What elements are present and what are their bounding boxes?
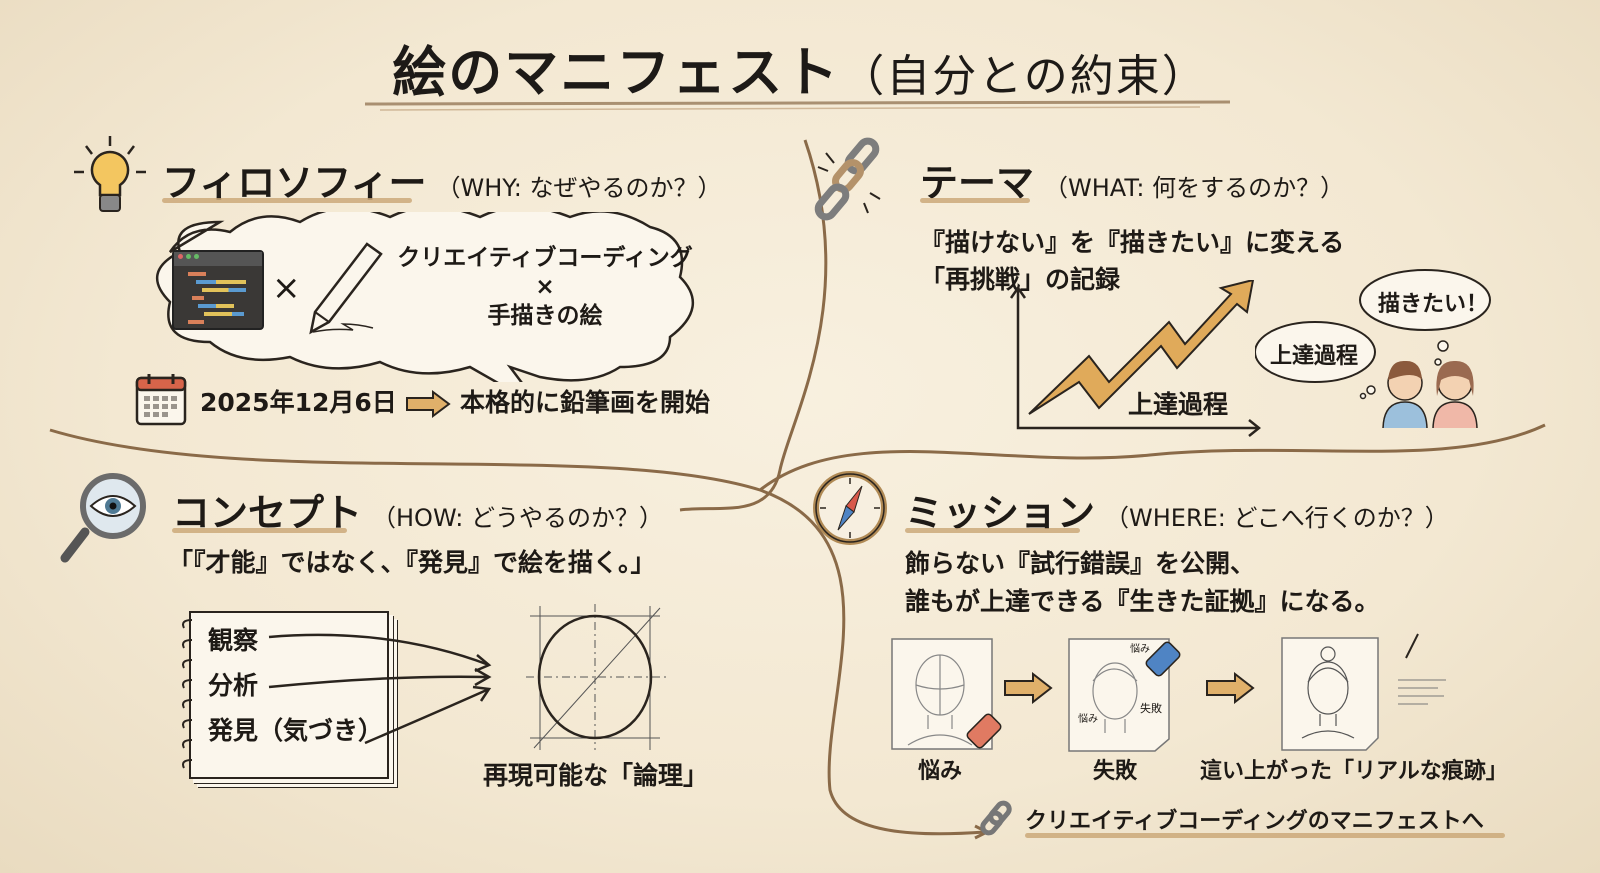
notebook-item-discover: 発見（気づき） bbox=[208, 716, 384, 745]
calendar-icon bbox=[135, 374, 187, 426]
heading-underline bbox=[162, 198, 412, 203]
bubble-text: クリエイティブコーディング × 手描きの絵 bbox=[397, 245, 693, 329]
step-label-worry: 悩み bbox=[918, 759, 963, 784]
graph-label: 上達過程 bbox=[1128, 390, 1229, 419]
compass-icon bbox=[813, 471, 887, 545]
theme-line1: 『描けない』を『描きたい』に変える bbox=[920, 228, 1345, 257]
start-date: 2025年12月6日 bbox=[200, 388, 397, 417]
mission-heading: ミッション（WHERE: どこへ行くのか？） bbox=[905, 491, 1449, 535]
thought-text-progress: 上達過程 bbox=[1270, 344, 1359, 369]
sketch-note: 悩み bbox=[1130, 644, 1150, 655]
concept-heading: コンセプト（HOW: どうやるのか？） bbox=[172, 491, 663, 535]
mission-line1: 飾らない『試行錯誤』を公開、 bbox=[905, 549, 1256, 578]
notebook bbox=[189, 611, 389, 779]
sketch-real-trace bbox=[1281, 633, 1446, 751]
lightbulb-icon bbox=[74, 136, 146, 212]
sketch-failure bbox=[1068, 638, 1181, 752]
sketch-note: 失敗 bbox=[1140, 702, 1162, 715]
start-description: 本格的に鉛筆画を開始 bbox=[460, 388, 711, 417]
step-arrow-icon bbox=[1206, 672, 1255, 704]
concept-quote: 「『才能』ではなく、『発見』で絵を描く。」 bbox=[168, 548, 656, 577]
step-arrow-icon bbox=[1004, 672, 1053, 704]
title-main: 絵のマニフェスト bbox=[392, 40, 841, 104]
thought-text-want-to-draw: 描きたい！ bbox=[1378, 292, 1489, 317]
theme-heading: テーマ（WHAT: 何をするのか？） bbox=[920, 161, 1345, 205]
link-underline bbox=[1025, 833, 1505, 838]
philosophy-heading: フィロソフィー（WHY: なぜやるのか？） bbox=[162, 161, 722, 205]
broken-chain-icon bbox=[814, 137, 881, 221]
notebook-spiral bbox=[182, 619, 193, 769]
times-symbol: × bbox=[272, 268, 301, 308]
concept-result: 再現可能な「論理」 bbox=[483, 761, 709, 790]
heading-underline bbox=[920, 198, 1030, 203]
title-sub: （自分との約束） bbox=[840, 51, 1208, 102]
flow-arrows bbox=[268, 633, 492, 745]
page-title: 絵のマニフェスト（自分との約束） bbox=[0, 28, 1600, 107]
notebook-item-analyze: 分析 bbox=[208, 671, 259, 700]
pencil-icon bbox=[309, 242, 383, 335]
sketch-worry bbox=[891, 638, 1002, 750]
circle-construction-sketch bbox=[526, 604, 666, 750]
magnifier-eye-icon bbox=[60, 473, 146, 563]
sketch-note: 悩み bbox=[1078, 714, 1098, 725]
step-label-real-trace: 這い上がった「リアルな痕跡」 bbox=[1200, 759, 1508, 784]
manifesto-link[interactable]: クリエイティブコーディングのマニフェストへ bbox=[1025, 809, 1484, 834]
notebook-item-observe: 観察 bbox=[208, 626, 259, 655]
mission-line2: 誰もが上達できる『生きた証拠』になる。 bbox=[905, 587, 1380, 616]
growth-graph bbox=[1009, 280, 1262, 437]
code-editor-icon bbox=[172, 250, 264, 330]
heading-underline bbox=[905, 528, 1080, 533]
thought-bubbles bbox=[1255, 269, 1491, 428]
speech-bubble bbox=[155, 212, 695, 382]
heading-underline bbox=[172, 528, 347, 533]
step-label-failure: 失敗 bbox=[1093, 759, 1138, 784]
arrow-right-icon bbox=[406, 390, 451, 418]
link-icon bbox=[980, 800, 1012, 836]
